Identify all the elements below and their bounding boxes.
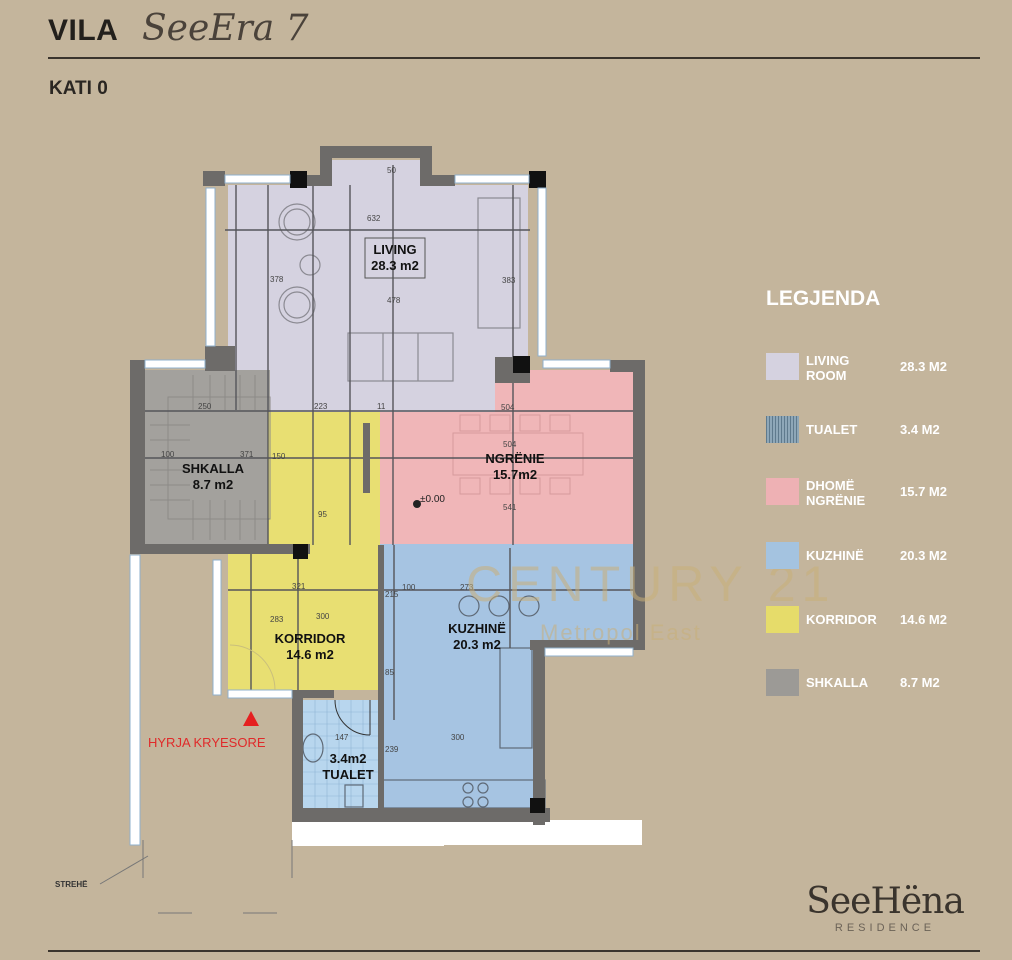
legend-swatch: [766, 542, 799, 569]
dim-label: 300: [451, 733, 465, 742]
legend-area: 15.7 M2: [900, 484, 947, 499]
legend-swatch: [766, 353, 799, 380]
legend-name: LIVING ROOM: [806, 353, 850, 383]
room-name: KUZHINË: [448, 621, 506, 636]
room-label-kuzhine: KUZHINË 20.3 m2: [437, 621, 517, 653]
legend-swatch: [766, 669, 799, 696]
room-area: 3.4m2: [329, 751, 367, 766]
dim-label: 85: [385, 668, 394, 677]
dim-label: 100: [402, 583, 416, 592]
room-area: 28.3 m2: [371, 258, 419, 273]
dim-label: 215: [385, 590, 399, 599]
room-label-tualet: 3.4m2 TUALET: [318, 751, 378, 783]
room-tualet: [303, 700, 380, 810]
dim-label: 371: [240, 450, 254, 459]
dim-label: 504: [503, 440, 517, 449]
legend-area: 3.4 M2: [900, 422, 940, 437]
dim-label: 250: [198, 402, 212, 411]
room-name: LIVING: [373, 242, 417, 257]
dim-label: 50: [387, 166, 396, 175]
room-name: KORRIDOR: [274, 631, 346, 646]
legend-area: 8.7 M2: [900, 675, 940, 690]
dim-label: 632: [367, 214, 381, 223]
legend-area: 14.6 M2: [900, 612, 947, 627]
room-area: 20.3 m2: [453, 637, 501, 652]
entrance-arrow-icon: [243, 711, 259, 726]
room-kuzhine: [380, 544, 633, 648]
room-area: 8.7 m2: [192, 477, 234, 492]
legend-item-living: LIVING ROOM 28.3 M2: [766, 353, 996, 387]
legend-item-shkalla: SHKALLA 8.7 M2: [766, 669, 996, 703]
legend-area: 28.3 M2: [900, 359, 947, 374]
watermark-office: Metropol East: [540, 620, 702, 645]
legend-swatch: [766, 416, 799, 443]
room-label-ngrenie: NGRËNIE 15.7m2: [475, 451, 555, 483]
room-korridor: [268, 412, 380, 552]
legend-name: TUALET: [806, 422, 858, 437]
legend-title: LEGJENDA: [766, 287, 881, 310]
dim-label: 223: [314, 402, 328, 411]
footer-divider: [48, 950, 980, 952]
dim-label: 147: [335, 733, 349, 742]
legend-name: KUZHINË: [806, 548, 864, 563]
title-brand: SeeEra 7: [142, 8, 309, 49]
dim-label: 239: [385, 745, 399, 754]
logo-subtitle: RESIDENCE: [834, 922, 936, 934]
room-label-living: LIVING 28.3 m2: [365, 242, 425, 274]
dim-label: 283: [270, 615, 284, 624]
legend-item-ngrenie: DHOMË NGRËNIE 15.7 M2: [766, 478, 996, 512]
room-name: NGRËNIE: [485, 451, 545, 466]
logo-name: SeeHëna: [806, 881, 965, 922]
dim-label: 541: [503, 503, 517, 512]
dim-label: 11: [377, 402, 386, 411]
header-divider: [48, 57, 980, 59]
legend-swatch: [766, 478, 799, 505]
eaves-label: STREHË: [55, 880, 88, 889]
legend-item-korridor: KORRIDOR 14.6 M2: [766, 606, 996, 640]
legend-area: 20.3 M2: [900, 548, 947, 563]
dim-label: 383: [502, 276, 516, 285]
dim-label: 321: [292, 582, 306, 591]
dim-label: 478: [387, 296, 401, 305]
entrance-label: HYRJA KRYESORE: [148, 735, 266, 750]
dim-label: 504: [501, 403, 515, 412]
dim-label: 100: [161, 450, 175, 459]
room-name: SHKALLA: [181, 461, 245, 476]
room-label-shkalla: SHKALLA 8.7 m2: [180, 461, 246, 493]
dim-label: 300: [316, 612, 330, 621]
room-area: 14.6 m2: [286, 647, 334, 662]
floor-label: KATI 0: [49, 78, 108, 99]
legend-item-kuzhine: KUZHINË 20.3 M2: [766, 542, 996, 576]
dim-label: 378: [270, 275, 284, 284]
dim-label: 273: [460, 583, 474, 592]
legend-name: SHKALLA: [806, 675, 869, 690]
room-name: TUALET: [322, 767, 374, 782]
residence-logo: SeeHëna RESIDENCE: [792, 881, 978, 935]
room-label-korridor: KORRIDOR 14.6 m2: [270, 631, 350, 663]
dim-label: 150: [272, 452, 286, 461]
title-vila: VILA: [48, 14, 119, 47]
legend-item-tualet: TUALET 3.4 M2: [766, 416, 996, 450]
level-marker: ±0.00: [420, 494, 445, 505]
legend-swatch: [766, 606, 799, 633]
dim-label: 95: [318, 510, 327, 519]
legend-name: KORRIDOR: [806, 612, 877, 627]
room-area: 15.7m2: [492, 467, 538, 482]
legend-name: DHOMË NGRËNIE: [806, 478, 866, 508]
